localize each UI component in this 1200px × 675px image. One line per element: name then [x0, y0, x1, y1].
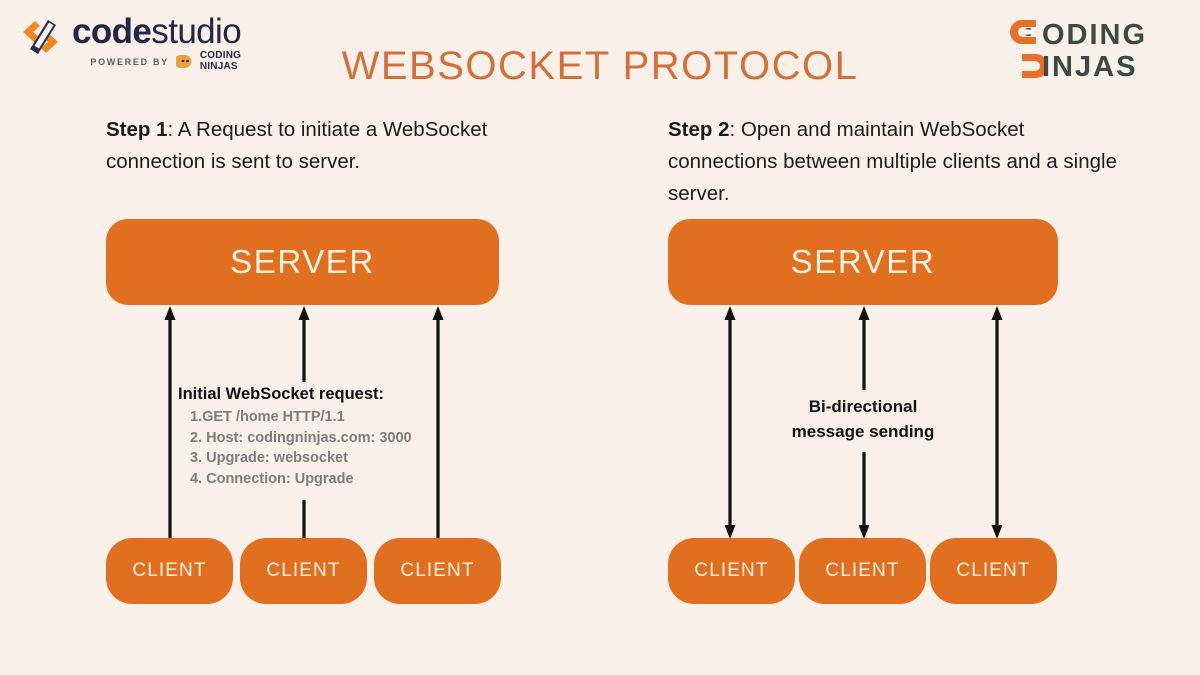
- list-item: 1.GET /home HTTP/1.1: [190, 409, 345, 425]
- step-2-client-box-2: CLIENT: [799, 538, 926, 604]
- page-title: WEBSOCKET PROTOCOL: [341, 44, 859, 88]
- list-item: 2. Host: codingninjas.com: 3000: [190, 429, 412, 446]
- step-1-client-box-1: CLIENT: [106, 538, 233, 604]
- step-1-text: : A Request to initiate a WebSocket conn…: [106, 118, 488, 173]
- step-2-client-box-3: CLIENT: [930, 538, 1057, 604]
- codestudio-name-light: studio: [151, 12, 242, 51]
- codestudio-logo-icon: [23, 20, 58, 54]
- coding-ninjas-mini-icon: [175, 55, 192, 68]
- list-item: 4. Connection: Upgrade: [190, 470, 354, 487]
- partner-line-1: CODING: [199, 50, 242, 61]
- step-2-description: Step 2: Open and maintain WebSocket conn…: [668, 114, 1138, 210]
- initial-request-title: Initial WebSocket request:: [178, 385, 384, 403]
- bidirectional-label-line-2: message sending: [791, 422, 935, 441]
- step-1-description-block: Step 1: A Request to initiate a WebSocke…: [106, 114, 576, 178]
- coding-ninjas-logo-icon: ODING INJAS: [1010, 19, 1147, 82]
- arrow-client-1-to-server: [164, 306, 176, 538]
- codestudio-brand: codestudio POWERED BY CODING NINJAS: [18, 12, 242, 72]
- initial-request-list: 1.GET /home HTTP/1.1 2. Host: codingninj…: [178, 407, 444, 489]
- step-2-label: Step 2: [668, 118, 730, 141]
- powered-by-label: POWERED BY: [90, 56, 169, 67]
- codestudio-name-bold: code: [72, 12, 152, 51]
- codestudio-name: codestudio: [72, 12, 242, 51]
- bidirectional-label: Bi-directional message sending: [727, 394, 999, 444]
- coding-ninjas-line-1: ODING: [1042, 19, 1147, 51]
- step-1-server-box: SERVER: [106, 219, 499, 305]
- initial-request-note: Initial WebSocket request: 1.GET /home H…: [178, 383, 444, 489]
- coding-ninjas-line-2: INJAS: [1042, 51, 1137, 82]
- step-1-label: Step 1: [106, 118, 168, 141]
- partner-line-2: NINJAS: [199, 60, 238, 72]
- step-2-text: : Open and maintain WebSocket connection…: [668, 118, 1117, 205]
- step-1-client-box-2: CLIENT: [240, 538, 367, 604]
- step-2-diagram: SERVER Bi-directional: [668, 0, 1138, 675]
- step-2-client-box-1: CLIENT: [668, 538, 795, 604]
- step-2-server-box: SERVER: [668, 219, 1058, 305]
- step-2-description-block: Step 2: Open and maintain WebSocket conn…: [668, 114, 1138, 210]
- step-1-description: Step 1: A Request to initiate a WebSocke…: [106, 114, 576, 178]
- step-1-client-box-3: CLIENT: [374, 538, 501, 604]
- step-1-diagram: SERVER Initial WebSocket request: 1.: [106, 0, 576, 675]
- bidirectional-label-line-1: Bi-directional: [808, 397, 918, 416]
- codestudio-wordmark: codestudio POWERED BY CODING NINJAS: [72, 12, 242, 72]
- partner-wordmark: CODING NINJAS: [199, 50, 242, 72]
- list-item: 3. Upgrade: websocket: [190, 450, 348, 466]
- powered-by-row: POWERED BY CODING NINJAS: [72, 50, 242, 72]
